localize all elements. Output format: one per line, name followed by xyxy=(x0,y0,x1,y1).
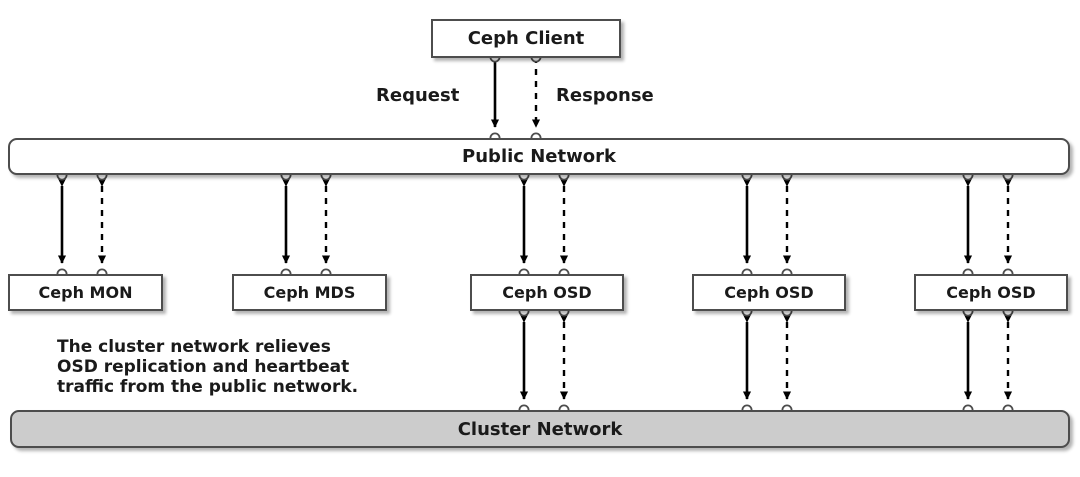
node-label: Ceph MDS xyxy=(263,283,356,302)
node-ceph-client[interactable]: Ceph Client xyxy=(431,19,621,58)
node-label: Ceph OSD xyxy=(946,283,1036,302)
node-ceph-mds[interactable]: Ceph MDS xyxy=(232,274,387,311)
node-ceph-osd-3[interactable]: Ceph OSD xyxy=(914,274,1068,311)
node-label: Ceph Client xyxy=(467,28,585,49)
edge-label-request: Request xyxy=(376,85,460,106)
node-label: Ceph OSD xyxy=(724,283,814,302)
node-ceph-osd-2[interactable]: Ceph OSD xyxy=(692,274,846,311)
network-label: Cluster Network xyxy=(457,418,623,440)
node-ceph-osd-1[interactable]: Ceph OSD xyxy=(470,274,624,311)
node-ceph-mon[interactable]: Ceph MON xyxy=(8,274,163,311)
node-label: Ceph MON xyxy=(38,283,133,302)
cluster-network-note: The cluster network relieves OSD replica… xyxy=(57,337,359,398)
edge-label-response: Response xyxy=(556,85,654,106)
network-label: Public Network xyxy=(462,146,616,167)
node-label: Ceph OSD xyxy=(502,283,592,302)
network-bar-cluster[interactable]: Cluster Network xyxy=(10,410,1070,448)
network-bar-public[interactable]: Public Network xyxy=(8,138,1070,175)
